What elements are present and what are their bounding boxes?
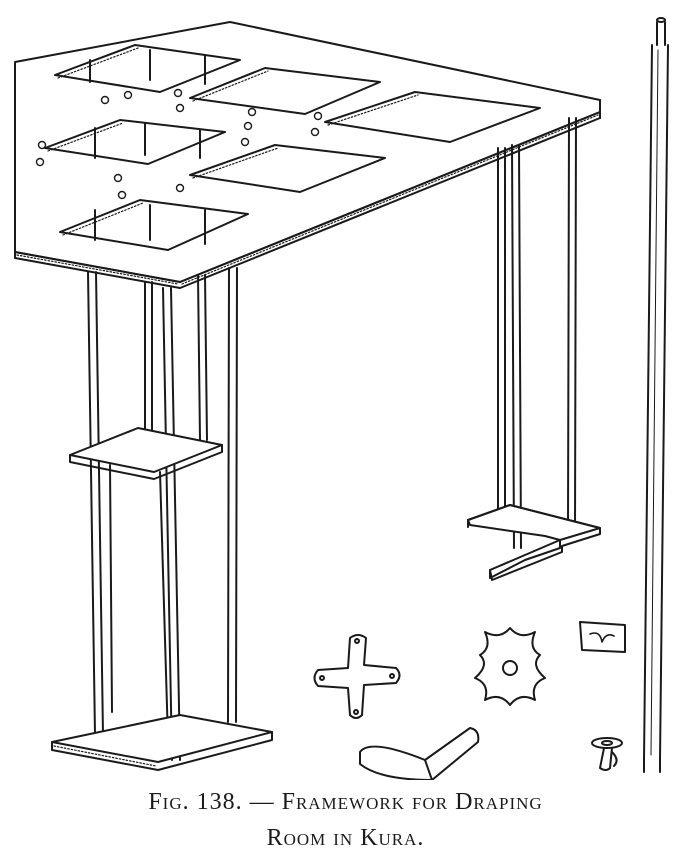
notched-plate — [579, 621, 626, 653]
caption-line-2: Room in Kura. — [266, 825, 425, 851]
bolt-holes — [35, 88, 323, 200]
caption-line-1: Fig. 138. — Framework for Draping — [148, 789, 543, 815]
figure-caption: Fig. 138. — Framework for Draping Room i… — [0, 784, 691, 856]
hook-fitting — [591, 737, 623, 771]
frame-openings — [44, 44, 541, 251]
framework-illustration — [14, 17, 669, 781]
tall-rod — [643, 17, 669, 773]
corner-block — [359, 727, 480, 781]
left-leg-assembly — [51, 267, 273, 771]
cross-bracket — [313, 634, 401, 719]
ornamental-plate — [474, 627, 546, 706]
right-leg-assembly — [467, 117, 601, 581]
